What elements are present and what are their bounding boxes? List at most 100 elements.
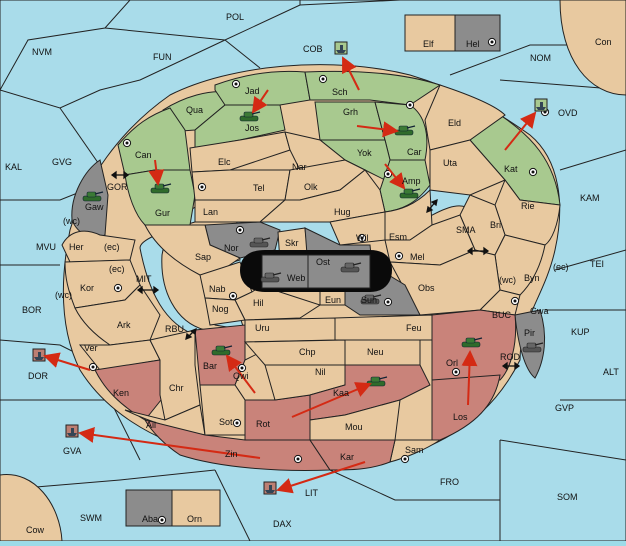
label-amp: Amp [402,176,421,186]
label-nab: Nab [209,284,226,294]
label-zin: Zin [225,449,238,459]
province-sot[interactable] [199,384,246,436]
supply-center-icon [293,454,303,464]
label-gwa: Gwa [530,306,549,316]
label-ail: Ail [146,420,156,430]
label-pol: POL [226,12,244,22]
label-hug: Hug [334,207,351,217]
label-kam: KAM [580,193,600,203]
label-los: Los [453,412,468,422]
label-ken: Ken [113,388,129,398]
label-qua: Qua [186,105,203,115]
label-gva: GVA [63,446,81,456]
supply-center-icon [88,362,98,372]
label-dor: DOR [28,371,49,381]
label-kaa: Kaa [333,388,349,398]
label-buc: BUC [492,310,512,320]
province-ark[interactable] [74,284,161,346]
label-gvg: GVG [52,157,72,167]
label-fro: FRO [440,477,459,487]
label-yok: Yok [357,148,372,158]
label-gaw: Gaw [85,202,104,212]
label-som: SOM [557,492,578,502]
label-chp: Chp [299,347,316,357]
label-can: Can [135,150,152,160]
label-elc: Elc [218,157,231,167]
label-mel: Mel [410,252,425,262]
label-rie: Rie [521,201,535,211]
label-sun: Sun [361,295,377,305]
label-tei: TEI [590,259,604,269]
province-ost[interactable] [307,254,371,289]
label-orl: Orl [446,358,458,368]
label-rod: ROD [500,352,521,362]
supply-center-icon [197,182,207,192]
label-coast-ec: (ec) [553,262,569,272]
province-tel[interactable] [191,169,291,201]
label-lit: LIT [305,488,319,498]
label-elf: Elf [423,39,434,49]
label-coast-wc: (wc) [499,275,516,285]
label-bri: Bri [490,220,501,230]
supply-center-icon [405,100,415,110]
province-web[interactable] [261,254,309,289]
label-esm: Esm [389,232,407,242]
label-qwi: Qwi [233,371,249,381]
label-feu: Feu [406,323,422,333]
label-byn: Byn [524,273,540,283]
supply-center-icon [157,515,167,525]
label-swm: SWM [80,513,102,523]
label-mvu: MVU [36,242,56,252]
province-mou[interactable] [309,399,401,441]
label-sma: SMA [456,225,476,235]
label-dax: DAX [273,519,292,529]
label-mou: Mou [345,422,363,432]
label-coast-ec: (ec) [104,242,120,252]
label-grh: Grh [343,107,358,117]
label-gvp: GVP [555,403,574,413]
label-bar: Bar [203,361,217,371]
label-con: Con [595,37,612,47]
province-kar[interactable] [309,439,396,471]
supply-center-icon [510,296,520,306]
label-rot: Rot [256,419,271,429]
supply-center-icon [394,251,404,261]
label-obs: Obs [418,283,435,293]
label-skr: Skr [285,238,299,248]
province-orn[interactable] [171,489,221,527]
province-sap[interactable] [144,224,242,276]
supply-center-icon [113,283,123,293]
label-cob: COB [303,44,323,54]
ship-icon [334,41,348,55]
province-elf[interactable] [404,14,456,52]
ship-icon [263,481,277,495]
label-fun: FUN [153,52,172,62]
label-web: Web [287,273,305,283]
supply-center-icon [400,454,410,464]
province-uta[interactable] [429,139,506,196]
label-coast-wc: (wc) [55,290,72,300]
label-uru: Uru [255,323,270,333]
supply-center-icon [383,297,393,307]
province-ken[interactable] [94,359,166,421]
label-rbu: RBU [165,324,184,334]
label-tel: Tel [253,183,265,193]
supply-center-icon [235,225,245,235]
label-gor: GOR [107,182,128,192]
label-cow: Cow [26,525,45,535]
label-ost: Ost [316,257,331,267]
label-uta: Uta [443,158,457,168]
label-coast-ec: (ec) [109,264,125,274]
label-sch: Sch [332,87,348,97]
label-olk: Olk [304,182,318,192]
province-rot[interactable] [244,394,311,441]
supply-center-icon [451,367,461,377]
label-eld: Eld [448,118,461,128]
province-labels: POL FUN COB NVM NOM Elf Hel Con OVD KAL … [5,12,619,535]
label-nor: Nor [224,243,239,253]
province-her[interactable] [61,230,136,263]
province-gur[interactable] [124,169,196,226]
label-nog: Nog [212,304,229,314]
